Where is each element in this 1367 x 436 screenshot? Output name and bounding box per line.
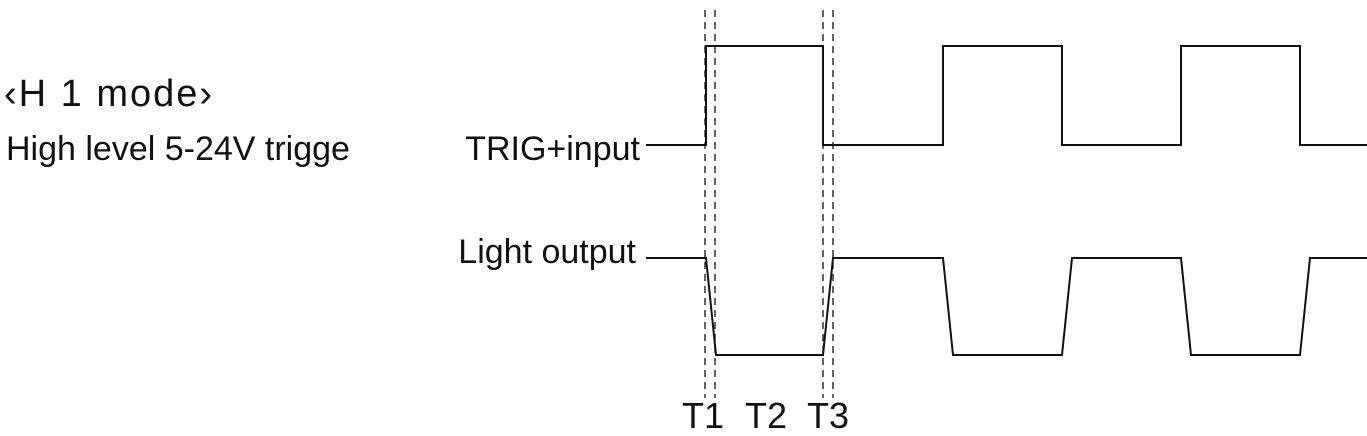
light-output-waveform bbox=[646, 257, 1367, 356]
timing-label-t1: T1 bbox=[682, 395, 724, 436]
light-output-label: Light output bbox=[458, 233, 636, 271]
description-text: High level 5-24V trigge bbox=[6, 130, 350, 168]
timing-label-t2: T2 bbox=[745, 395, 787, 436]
mode-title: ‹H 1 mode› bbox=[4, 73, 214, 115]
timing-label-t3: T3 bbox=[807, 395, 849, 436]
trig-input-waveform bbox=[646, 45, 1367, 146]
trig-input-label: TRIG+input bbox=[465, 130, 640, 168]
